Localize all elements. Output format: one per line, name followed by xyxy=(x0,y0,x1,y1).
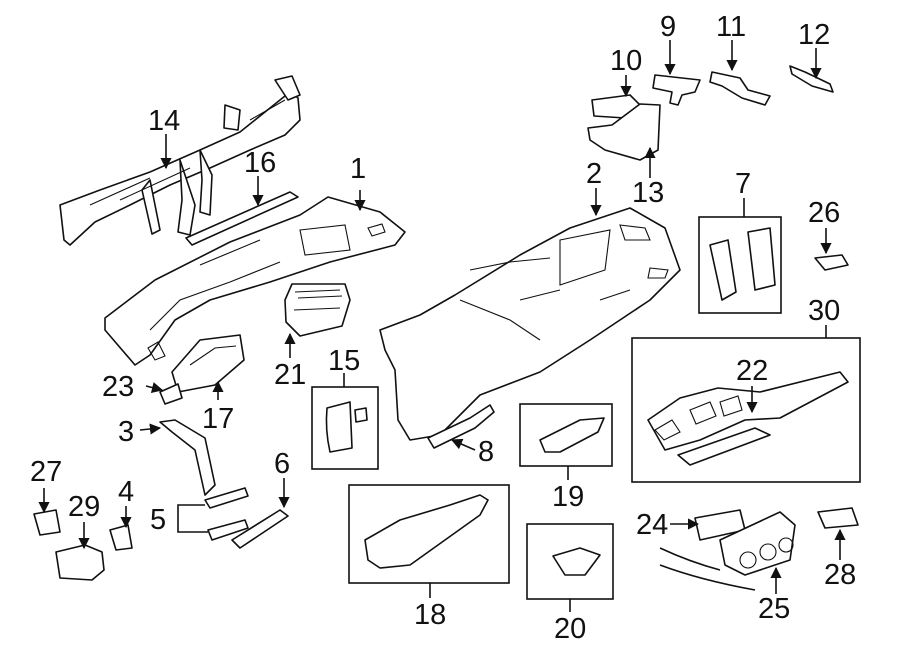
side-cover-clip-part xyxy=(354,407,368,423)
callout-2: 2 xyxy=(586,158,602,190)
air-duct-3-part xyxy=(159,419,216,496)
callout-11: 11 xyxy=(716,11,746,43)
part-18-box xyxy=(348,484,510,584)
air-duct-6-part xyxy=(231,509,289,549)
display-trim-part xyxy=(677,427,771,466)
callout-19: 19 xyxy=(552,481,584,513)
bracket-13-part xyxy=(587,103,661,161)
callout-29: 29 xyxy=(68,491,100,523)
callout-4: 4 xyxy=(118,476,134,508)
air-duct-5-upper-part xyxy=(204,487,249,509)
callout-24: 24 xyxy=(636,509,668,541)
callout-16: 16 xyxy=(244,147,276,179)
callout-8: 8 xyxy=(478,436,494,468)
knee-bolster-bracket-part xyxy=(427,404,495,449)
passenger-airbag-part xyxy=(284,283,351,337)
leader-3 xyxy=(139,423,162,435)
cross-car-beam-part xyxy=(59,75,301,246)
bracket-11-part xyxy=(709,71,771,106)
glove-box-latch-part xyxy=(539,417,605,453)
bracket-9-part xyxy=(652,74,701,106)
callout-3: 3 xyxy=(118,416,134,448)
side-vent-29-part xyxy=(55,544,105,581)
defroster-trim-strip-part xyxy=(185,191,299,246)
callout-27: 27 xyxy=(30,456,62,488)
side-bracket-left-part xyxy=(709,239,737,301)
switch-bezel-part xyxy=(159,383,183,405)
air-duct-5-lower-part xyxy=(207,519,249,541)
leader-23 xyxy=(145,382,164,393)
callout-7: 7 xyxy=(735,168,751,200)
callout-18: 18 xyxy=(414,599,446,631)
callout-21: 21 xyxy=(274,359,306,391)
bracket-12-part xyxy=(789,65,834,93)
callout-6: 6 xyxy=(274,448,290,480)
callout-17: 17 xyxy=(202,403,234,435)
glove-box-part xyxy=(364,494,489,569)
callout-10: 10 xyxy=(610,45,642,77)
control-knob-center xyxy=(759,543,777,561)
part-15-box xyxy=(311,386,379,470)
callout-26: 26 xyxy=(808,197,840,229)
instrument-panel-lower-part xyxy=(379,207,681,441)
control-knob-left xyxy=(739,551,757,569)
callout-23: 23 xyxy=(102,371,134,403)
control-cable xyxy=(659,547,756,591)
leader-8 xyxy=(450,438,476,451)
duct-connector-4-part xyxy=(109,524,133,551)
part-7-box xyxy=(698,216,782,314)
control-knob-right xyxy=(778,537,794,553)
callout-5: 5 xyxy=(150,504,166,536)
clip-26-part xyxy=(814,254,849,271)
clip-27-part xyxy=(33,509,61,536)
instrument-cluster-bezel-part xyxy=(171,334,245,393)
bin-part xyxy=(552,547,601,576)
climate-control-panel-part xyxy=(719,511,796,576)
callout-22: 22 xyxy=(736,355,768,387)
part-19-box xyxy=(519,403,613,467)
side-vent-part xyxy=(817,507,859,529)
leader-5 xyxy=(177,504,208,533)
callout-13: 13 xyxy=(632,177,664,209)
callout-30: 30 xyxy=(808,295,840,327)
callout-15: 15 xyxy=(328,345,360,377)
side-bracket-right-part xyxy=(747,227,776,291)
side-cover-part xyxy=(325,401,353,453)
callout-25: 25 xyxy=(758,593,790,625)
part-30-box xyxy=(631,337,861,483)
callout-20: 20 xyxy=(554,613,586,645)
callout-28: 28 xyxy=(824,559,856,591)
callout-9: 9 xyxy=(660,11,676,43)
callout-14: 14 xyxy=(148,105,180,137)
dashboard-upper-pad-part xyxy=(104,196,406,366)
callout-12: 12 xyxy=(798,19,830,51)
callout-1: 1 xyxy=(350,153,366,185)
